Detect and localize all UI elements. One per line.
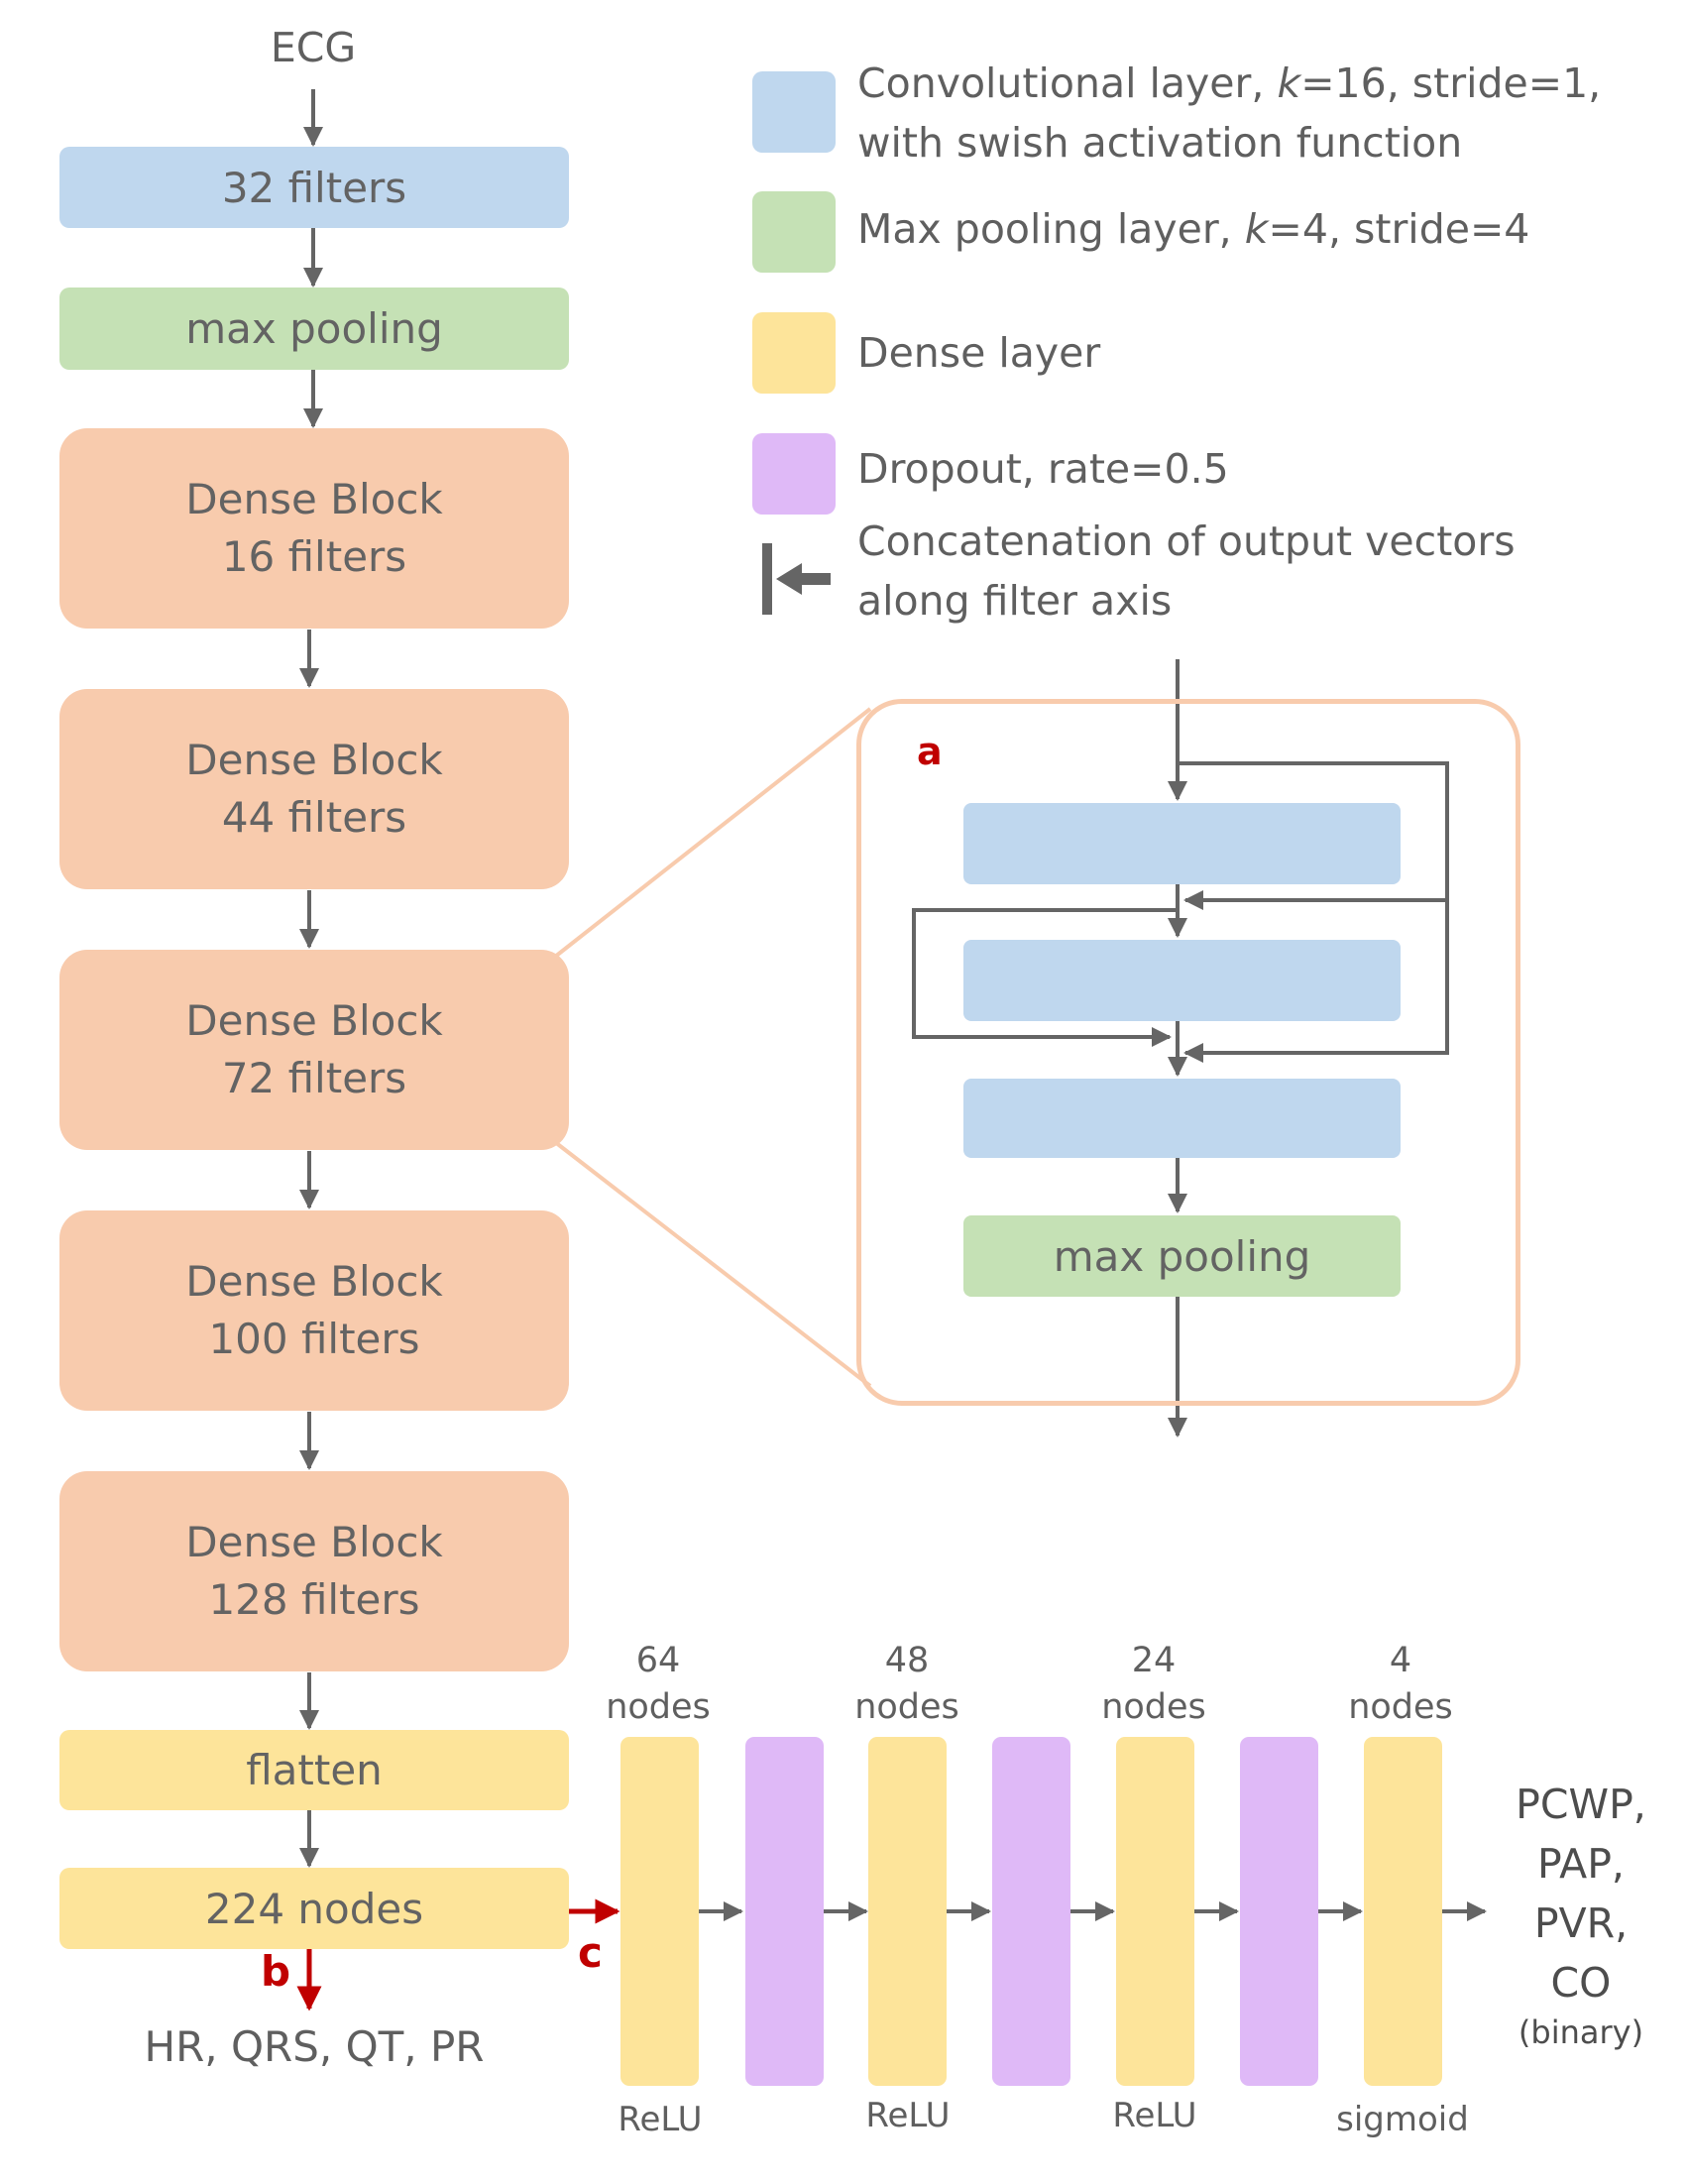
head-label-64: 64 nodes [599, 1638, 718, 1731]
head-label-24: 24 nodes [1094, 1638, 1213, 1731]
head-unit: nodes [1101, 1687, 1206, 1727]
dense-224-nodes: 224 nodes [59, 1868, 569, 1949]
output-co: CO [1550, 1959, 1612, 2007]
dense-block-title: Dense Block [185, 475, 443, 523]
dense-block-16: Dense Block 16 filters [59, 428, 569, 629]
branch-label-c: c [578, 1928, 603, 1977]
head-count: 48 [884, 1641, 930, 1680]
dense-block-filters: 44 filters [221, 793, 407, 842]
head-activation-3: ReLU [1112, 2096, 1197, 2135]
head-outputs: PCWP, PAP, PVR, CO (binary) [1487, 1775, 1675, 2052]
legend-swatch-pool [752, 191, 836, 273]
dense-block-128: Dense Block 128 filters [59, 1471, 569, 1671]
dense-block-title: Dense Block [185, 1518, 443, 1566]
head-dense-24 [1116, 1737, 1194, 2086]
head-dropout-3 [1240, 1737, 1318, 2086]
output-binary-note: (binary) [1518, 2013, 1644, 2051]
head-unit: nodes [1348, 1687, 1453, 1727]
head-dense-64 [620, 1737, 699, 2086]
head-dense-48 [868, 1737, 947, 2086]
dense-block-inset-frame [856, 699, 1520, 1406]
dense-block-44: Dense Block 44 filters [59, 689, 569, 889]
head-dropout-1 [745, 1737, 824, 2086]
inset-max-pooling: max pooling [963, 1215, 1401, 1297]
legend-conv-pre: Convolutional layer, [857, 59, 1278, 107]
output-pap: PAP, [1537, 1840, 1625, 1888]
legend-swatch-conv [752, 71, 836, 153]
dense-block-filters: 128 filters [208, 1575, 420, 1624]
skip-input-outer [1178, 761, 1449, 1063]
branch-label-b: b [261, 1947, 291, 1996]
ecg-input-label: ECG [270, 24, 357, 71]
inset-label-a: a [917, 730, 943, 773]
head-activation-2: ReLU [865, 2096, 951, 2135]
dense-block-title: Dense Block [185, 996, 443, 1045]
legend-conv-k: k [1277, 59, 1301, 107]
inset-conv-3 [963, 1079, 1401, 1158]
zoom-line-top [553, 707, 872, 959]
legend-text-concat: Concatenation of output vectors along fi… [857, 512, 1516, 631]
inset-conv-2 [963, 940, 1401, 1021]
head-count: 4 [1389, 1641, 1412, 1680]
head-activation-1: ReLU [618, 2100, 703, 2139]
dense-block-filters: 72 filters [221, 1054, 407, 1102]
inset-conv-1 [963, 803, 1401, 884]
dense-block-filters: 16 filters [221, 532, 407, 581]
head-activation-4: sigmoid [1336, 2100, 1469, 2139]
legend-pool-pre: Max pooling layer, [857, 205, 1245, 253]
dense-block-title: Dense Block [185, 736, 443, 784]
legend-conv-line2: with swish activation function [857, 119, 1463, 167]
legend-pool-k: k [1244, 205, 1269, 253]
dense-block-title: Dense Block [185, 1257, 443, 1306]
conv-32-filters: 32 filters [59, 147, 569, 228]
concat-legend-icon [762, 543, 831, 615]
dense-block-100: Dense Block 100 filters [59, 1210, 569, 1411]
head-unit: nodes [854, 1687, 959, 1727]
skip-conv1-to-conv3 [912, 908, 1178, 1047]
max-pooling-1: max pooling [59, 287, 569, 370]
legend-concat-line2: along filter axis [857, 577, 1173, 625]
flatten-layer: flatten [59, 1730, 569, 1810]
legend-swatch-dense [752, 312, 836, 394]
head-label-48: 48 nodes [847, 1638, 966, 1731]
head-unit: nodes [606, 1687, 711, 1727]
dense-block-72: Dense Block 72 filters [59, 950, 569, 1150]
legend-text-dense: Dense layer [857, 329, 1101, 377]
legend-swatch-dropout [752, 433, 836, 515]
legend-text-dropout: Dropout, rate=0.5 [857, 445, 1229, 493]
legend-text-pool: Max pooling layer, k=4, stride=4 [857, 199, 1529, 259]
output-pcwp: PCWP, [1516, 1781, 1646, 1828]
head-label-4: 4 nodes [1341, 1638, 1460, 1731]
legend-text-conv: Convolutional layer, k=16, stride=1, wit… [857, 54, 1601, 172]
head-dropout-2 [992, 1737, 1070, 2086]
legend-pool-post: =4, stride=4 [1268, 205, 1530, 253]
head-count: 64 [635, 1641, 681, 1680]
outputs-b-label: HR, QRS, QT, PR [144, 2022, 485, 2071]
output-pvr: PVR, [1533, 1899, 1629, 1947]
legend-conv-post: =16, stride=1, [1300, 59, 1602, 107]
dense-block-filters: 100 filters [208, 1315, 420, 1363]
legend-concat-line1: Concatenation of output vectors [857, 517, 1516, 565]
head-count: 24 [1131, 1641, 1177, 1680]
zoom-line-bottom [553, 1140, 872, 1388]
head-dense-4 [1364, 1737, 1442, 2086]
